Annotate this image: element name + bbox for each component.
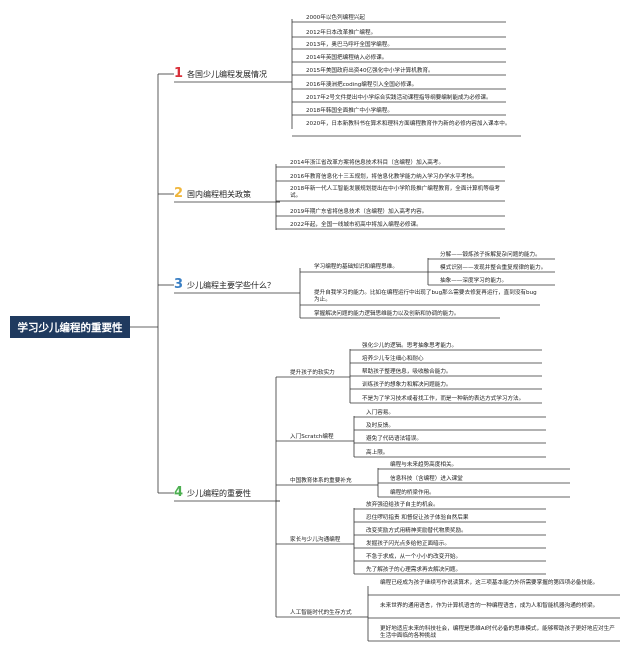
branch-4-group-label: 家长与少儿沟通编程 — [290, 537, 341, 543]
branch-1-item: 2017年2号文件提出中小学综合实践活动课程指导纲要编制能成为必修课。 — [306, 95, 492, 101]
branch-1-number: 1 — [174, 66, 184, 81]
branch-4-item: 培养少儿专注细心和耐心 — [362, 356, 424, 362]
branch-2-item: 2022年起，全国一线城市初高中将加入编程必修课。 — [290, 222, 422, 228]
branch-4-number: 4 — [174, 485, 184, 500]
branch-4-item: 编程的桥梁作用。 — [390, 490, 435, 496]
branch-4-item: 先了解孩子的心理需求再去解决问题。 — [366, 567, 462, 573]
branch-2-item: 2016年教育信息化十三五规划，将信息化教学能力纳入学习办学水平考核。 — [290, 174, 478, 180]
branch-1-item: 2015年美国政府出资40亿强化中小学计算机教育。 — [306, 68, 434, 74]
branch-4-item: 帮助孩子整理信息，吸收融合能力。 — [362, 369, 452, 375]
branch-4-group-label: 中国教育体系的重要补充 — [290, 478, 352, 484]
branch-4-label: 少儿编程的重要性 — [187, 488, 252, 498]
branch-4-item: 编程已经成为孩子继续写作说读算术，这三项基本能力外所需要掌握的第四项必备技能。 — [380, 580, 599, 586]
branch-4-item: 高上限。 — [366, 450, 389, 456]
branch-4-item: 改变奖励方式用精神奖励替代物质奖励。 — [366, 528, 467, 534]
branch-4-item: 放弃强迫给孩子自主的机会。 — [366, 502, 439, 508]
branch-4-item: 未来世界的通用语言，作为计算机语言的一种编程语言，成为人和智能机器沟通的桥梁。 — [380, 603, 599, 609]
branch-2-number: 2 — [174, 186, 184, 201]
branch-2-item: 2019年期广东省将信息技术（含编程）加入高考内容。 — [290, 209, 428, 215]
branch-4-node: 4 少儿编程的重要性 — [174, 485, 251, 501]
branch-3-item: 学习编程的基础知识和编程思维。 — [314, 264, 398, 270]
branch-3-item: 提升自我学习的能力。比如在编程运行中出现了bug那么需要去修复再运行，直到没有b… — [314, 290, 537, 304]
root-node: 学习少儿编程的重要性 — [10, 316, 130, 338]
branch-3-number: 3 — [174, 277, 184, 292]
branch-4-group-label: 入门Scratch编程 — [290, 434, 334, 440]
branch-1-item: 2012年日本改革推广编程。 — [306, 30, 377, 36]
branch-4-group-label: 提升孩子的软实力 — [290, 370, 335, 376]
branch-1-item: 2013年，奥巴马呼吁全国学编程。 — [306, 42, 393, 48]
branch-4-item: 入门容易。 — [366, 410, 394, 416]
branch-1-item: 2014年英国把编程纳入必修课。 — [306, 55, 388, 61]
branch-1-item: 2020年，日本新教科书在算术和理科方面编程教育作为新的必修内容加入课本中。 — [306, 121, 511, 127]
branch-4-item: 信息科技（含编程）进入课堂 — [390, 476, 463, 482]
branch-1-item: 2000年以色列编程兴起 — [306, 15, 365, 21]
branch-3-subitem: 分解——锻炼孩子拆解复杂问题的能力。 — [440, 252, 541, 258]
branch-4-item: 忍住啰叨指责 和督促让孩子体验自然后果 — [366, 515, 469, 521]
branch-3-label: 少儿编程主要学些什么？ — [187, 280, 276, 290]
branch-4-item: 训练孩子的想象力和解决问题能力。 — [362, 382, 452, 388]
branch-2-item: 2018年新一代人工智能发展规划提出在中小学阶段推广编程教育，全面计算机等级考试… — [290, 186, 501, 200]
branch-4-item: 不急于求成，从一个小小的改变开始。 — [366, 554, 462, 560]
branch-4-item: 强化少儿的逻辑。思考抽象思考能力。 — [362, 343, 458, 349]
branch-1-label: 各国少儿编程发展情况 — [187, 69, 268, 79]
branch-2-item: 2014年浙江省改革方案将信息技术科目（含编程）加入高考。 — [290, 160, 445, 166]
branch-3-item: 掌握解决问题的能力逻辑思维能力以及创新和协调的能力。 — [314, 311, 460, 317]
branch-4-item: 编程与未来趋势高度相关。 — [390, 462, 458, 468]
branch-2-label: 国内编程相关政策 — [187, 189, 252, 199]
branch-4-item: 不是为了学习技术或者找工作，而是一种新的表达方式学习方法。 — [362, 396, 525, 402]
branch-1-node: 1 各国少儿编程发展情况 — [174, 66, 267, 82]
branch-1-item: 2016年澳洲把coding编程引入全国必修课。 — [306, 82, 418, 88]
branch-4-group-label: 人工智能时代的生存方式 — [290, 610, 352, 616]
branch-3-subitem: 模式识别——发现并整合重复规律的能力。 — [440, 265, 547, 271]
branch-3-node: 3 少儿编程主要学些什么？ — [174, 277, 275, 293]
branch-3-subitem: 抽象——深度学习的能力。 — [440, 278, 508, 284]
branch-4-item: 及时反馈。 — [366, 423, 394, 429]
branch-4-item: 避免了代码语法错误。 — [366, 436, 422, 442]
branch-4-item: 更好地适应未来的科技社会，编程是思维AI时代必备的思维模式，能够帮助孩子更好地应… — [380, 626, 615, 640]
branch-4-item: 发掘孩子闪光点多给他正面暗示。 — [366, 541, 450, 547]
branch-1-item: 2018年韩国全面推广中小学编程。 — [306, 108, 393, 114]
branch-2-node: 2 国内编程相关政策 — [174, 186, 251, 202]
